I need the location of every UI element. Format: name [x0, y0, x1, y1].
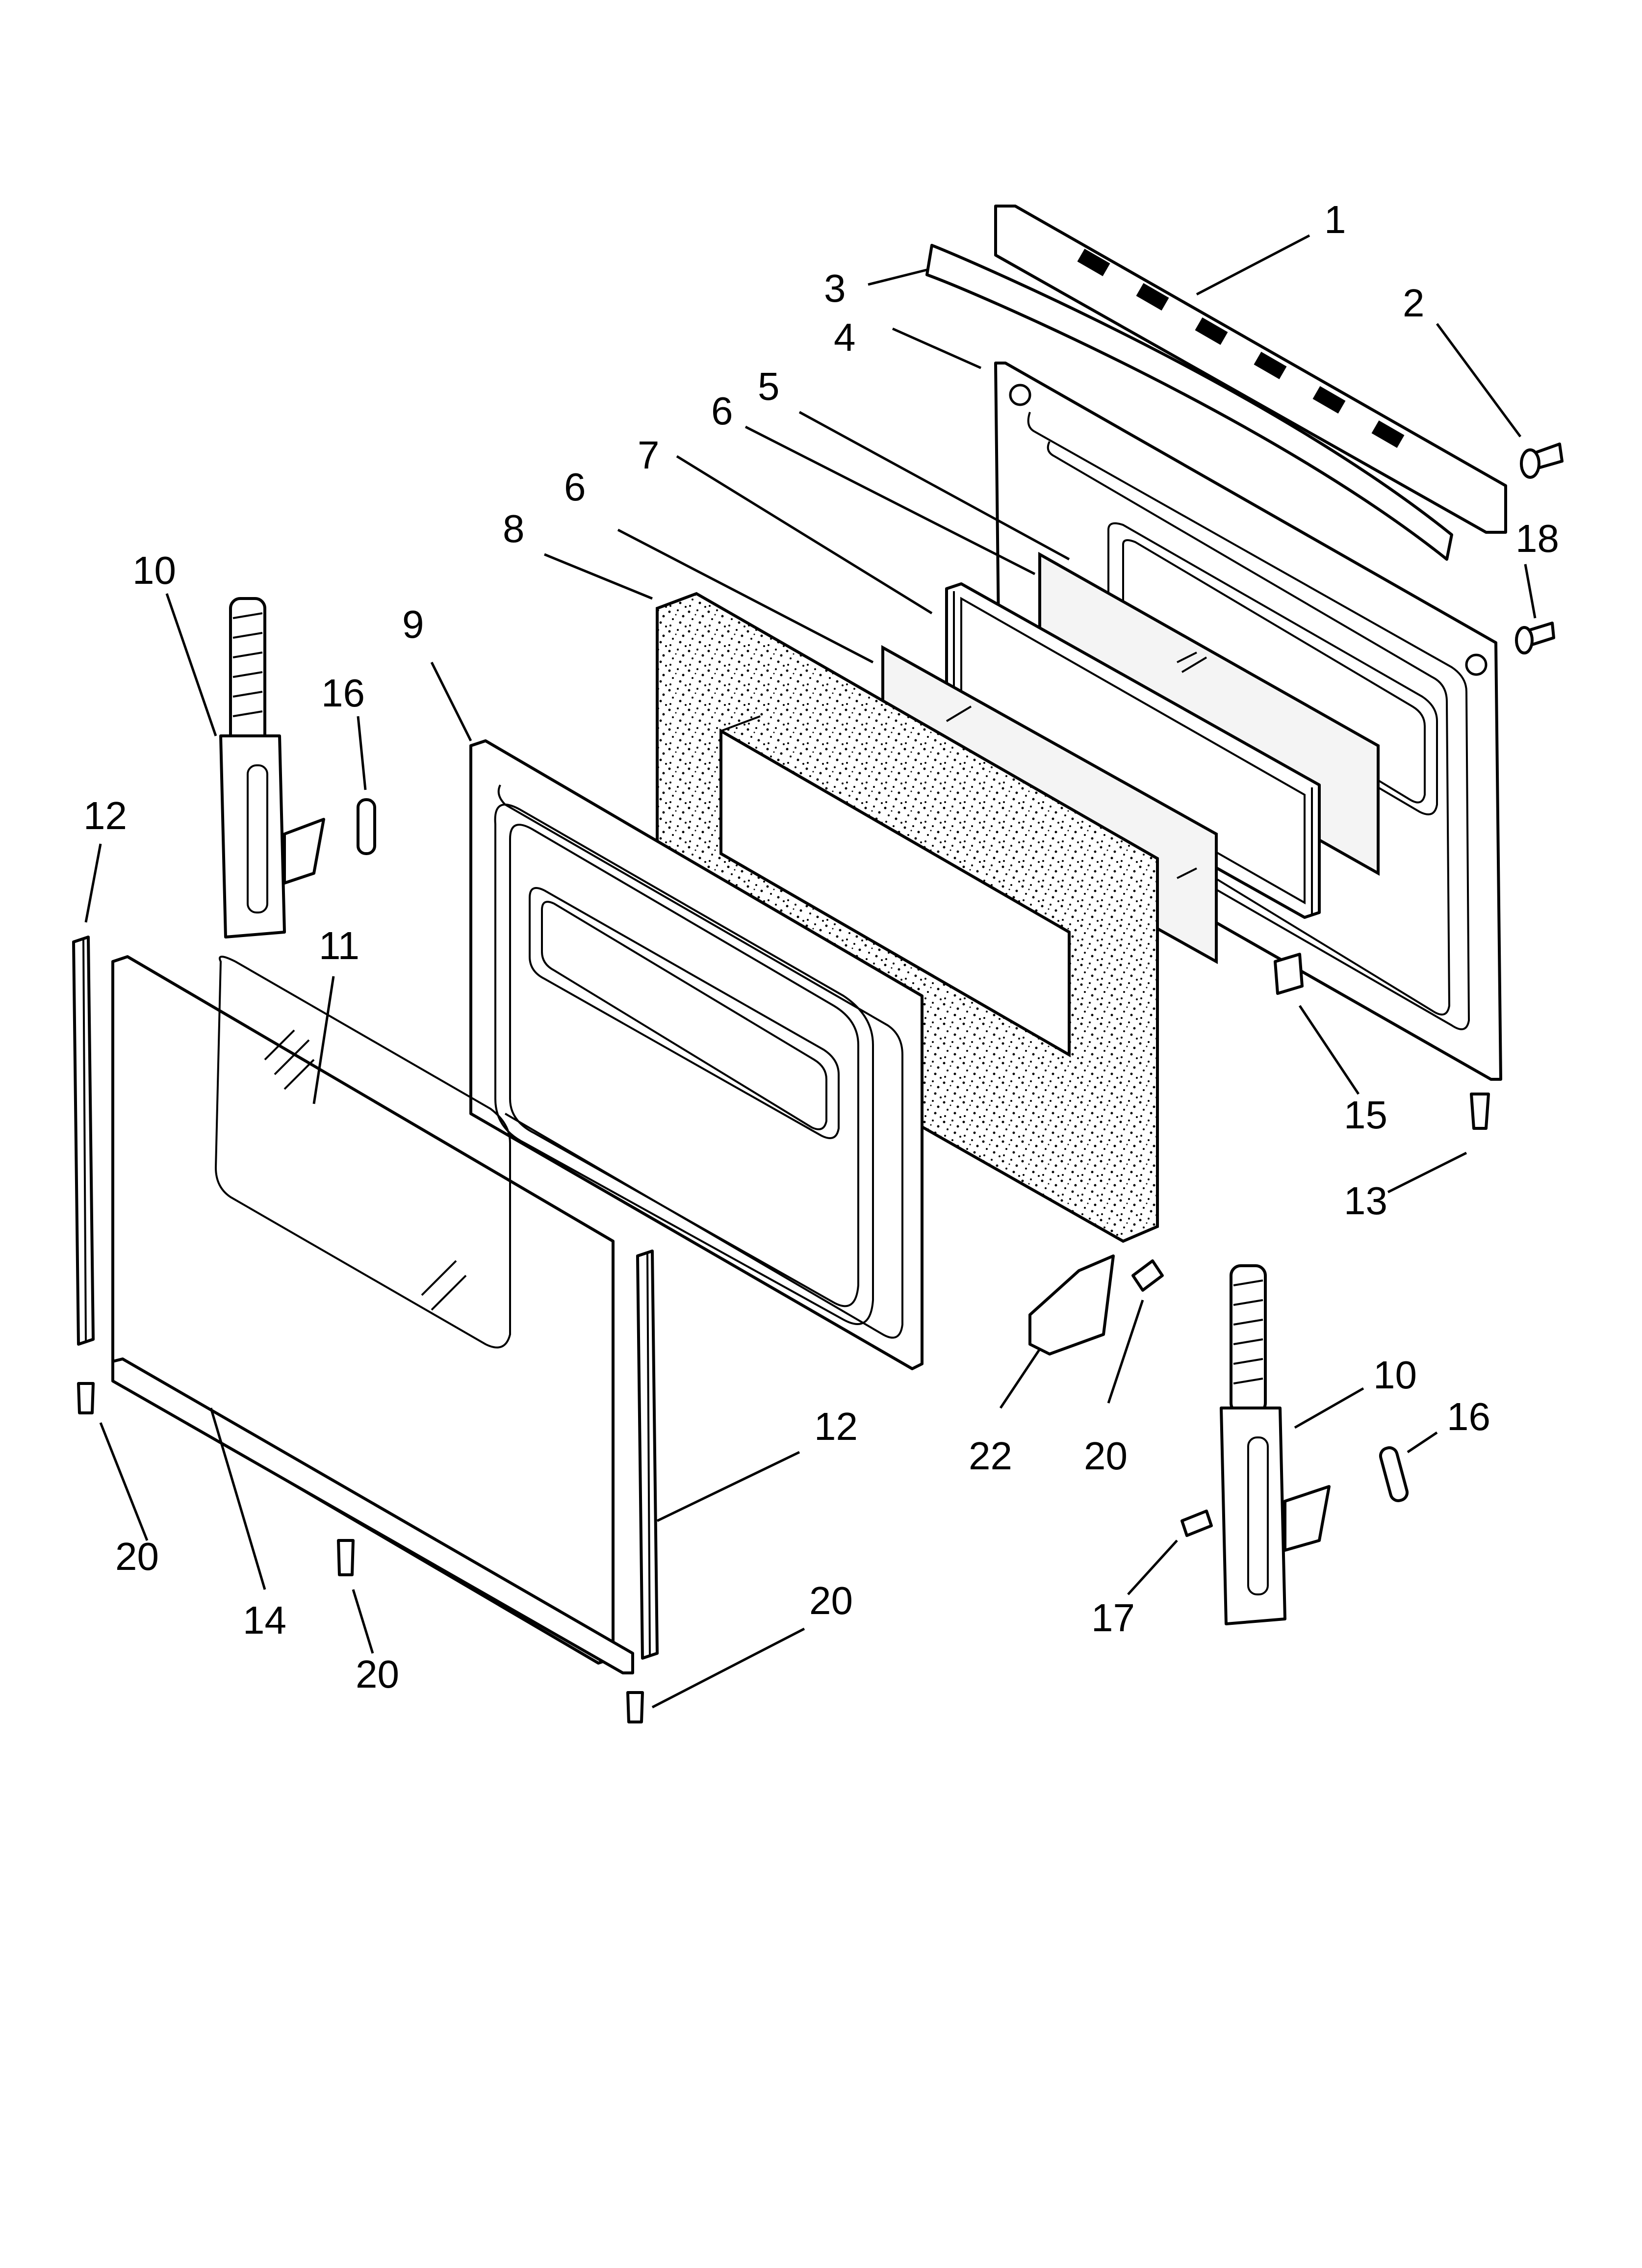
part-12-left-side-trim	[72, 936, 95, 1346]
part-9-door-frame	[469, 739, 924, 1370]
part-16-clip-left	[357, 798, 376, 855]
part-15-clip	[1274, 953, 1304, 995]
callout-12-left: 12	[83, 794, 127, 837]
part-13-screw	[1470, 1093, 1490, 1130]
callout-6-lower: 6	[564, 465, 586, 509]
part-3-door-handle	[925, 244, 1453, 561]
callout-15: 15	[1344, 1093, 1387, 1137]
callout-10-left: 10	[132, 548, 176, 592]
part-20-screw-middle	[337, 1539, 355, 1576]
part-20-screw-right	[626, 1691, 644, 1723]
callout-22: 22	[969, 1434, 1012, 1478]
part-12-right-side-trim	[636, 1250, 659, 1660]
part-20-screw-left	[77, 1382, 95, 1414]
callout-14: 14	[243, 1598, 286, 1642]
part-18-screw	[1515, 622, 1555, 654]
part-16-clip-right	[1379, 1446, 1409, 1502]
part-20-screw-bracket	[1131, 1259, 1164, 1292]
callout-20-left: 20	[115, 1535, 159, 1578]
callout-7: 7	[638, 433, 660, 477]
callout-16-right: 16	[1447, 1395, 1490, 1438]
callout-6-upper: 6	[711, 389, 733, 433]
callout-1: 1	[1324, 198, 1346, 241]
callout-2: 2	[1403, 281, 1425, 325]
callout-20-middle: 20	[356, 1652, 399, 1696]
callout-16-left: 16	[321, 671, 365, 715]
leader-lines	[84, 234, 1537, 1709]
vent-slots	[1077, 249, 1405, 448]
callout-9: 9	[402, 602, 424, 646]
part-17-screw	[1180, 1510, 1213, 1537]
part-2-screw	[1520, 443, 1564, 479]
callout-13: 13	[1344, 1179, 1387, 1223]
callout-8: 8	[503, 507, 525, 550]
callout-18: 18	[1515, 517, 1559, 560]
callout-11: 11	[319, 924, 359, 967]
part-10-hinge-right	[1220, 1264, 1331, 1625]
part-22-bracket	[1028, 1254, 1115, 1356]
callout-5: 5	[758, 365, 780, 408]
callout-3: 3	[824, 266, 846, 310]
callout-4: 4	[834, 315, 856, 359]
part-10-hinge-left	[219, 597, 325, 938]
callout-10-right: 10	[1373, 1353, 1417, 1397]
callout-12-right: 12	[814, 1405, 858, 1448]
callout-labels: 1 2 3 4 5 6 7 6 8 9 10 16 18 12 11 15 13…	[83, 198, 1559, 1696]
part-14-bottom-trim	[111, 1357, 634, 1674]
callout-20-right: 20	[809, 1579, 853, 1622]
callout-17: 17	[1091, 1596, 1135, 1640]
part-1-vent-trim	[994, 205, 1507, 534]
callout-20-bracket: 20	[1084, 1434, 1128, 1478]
